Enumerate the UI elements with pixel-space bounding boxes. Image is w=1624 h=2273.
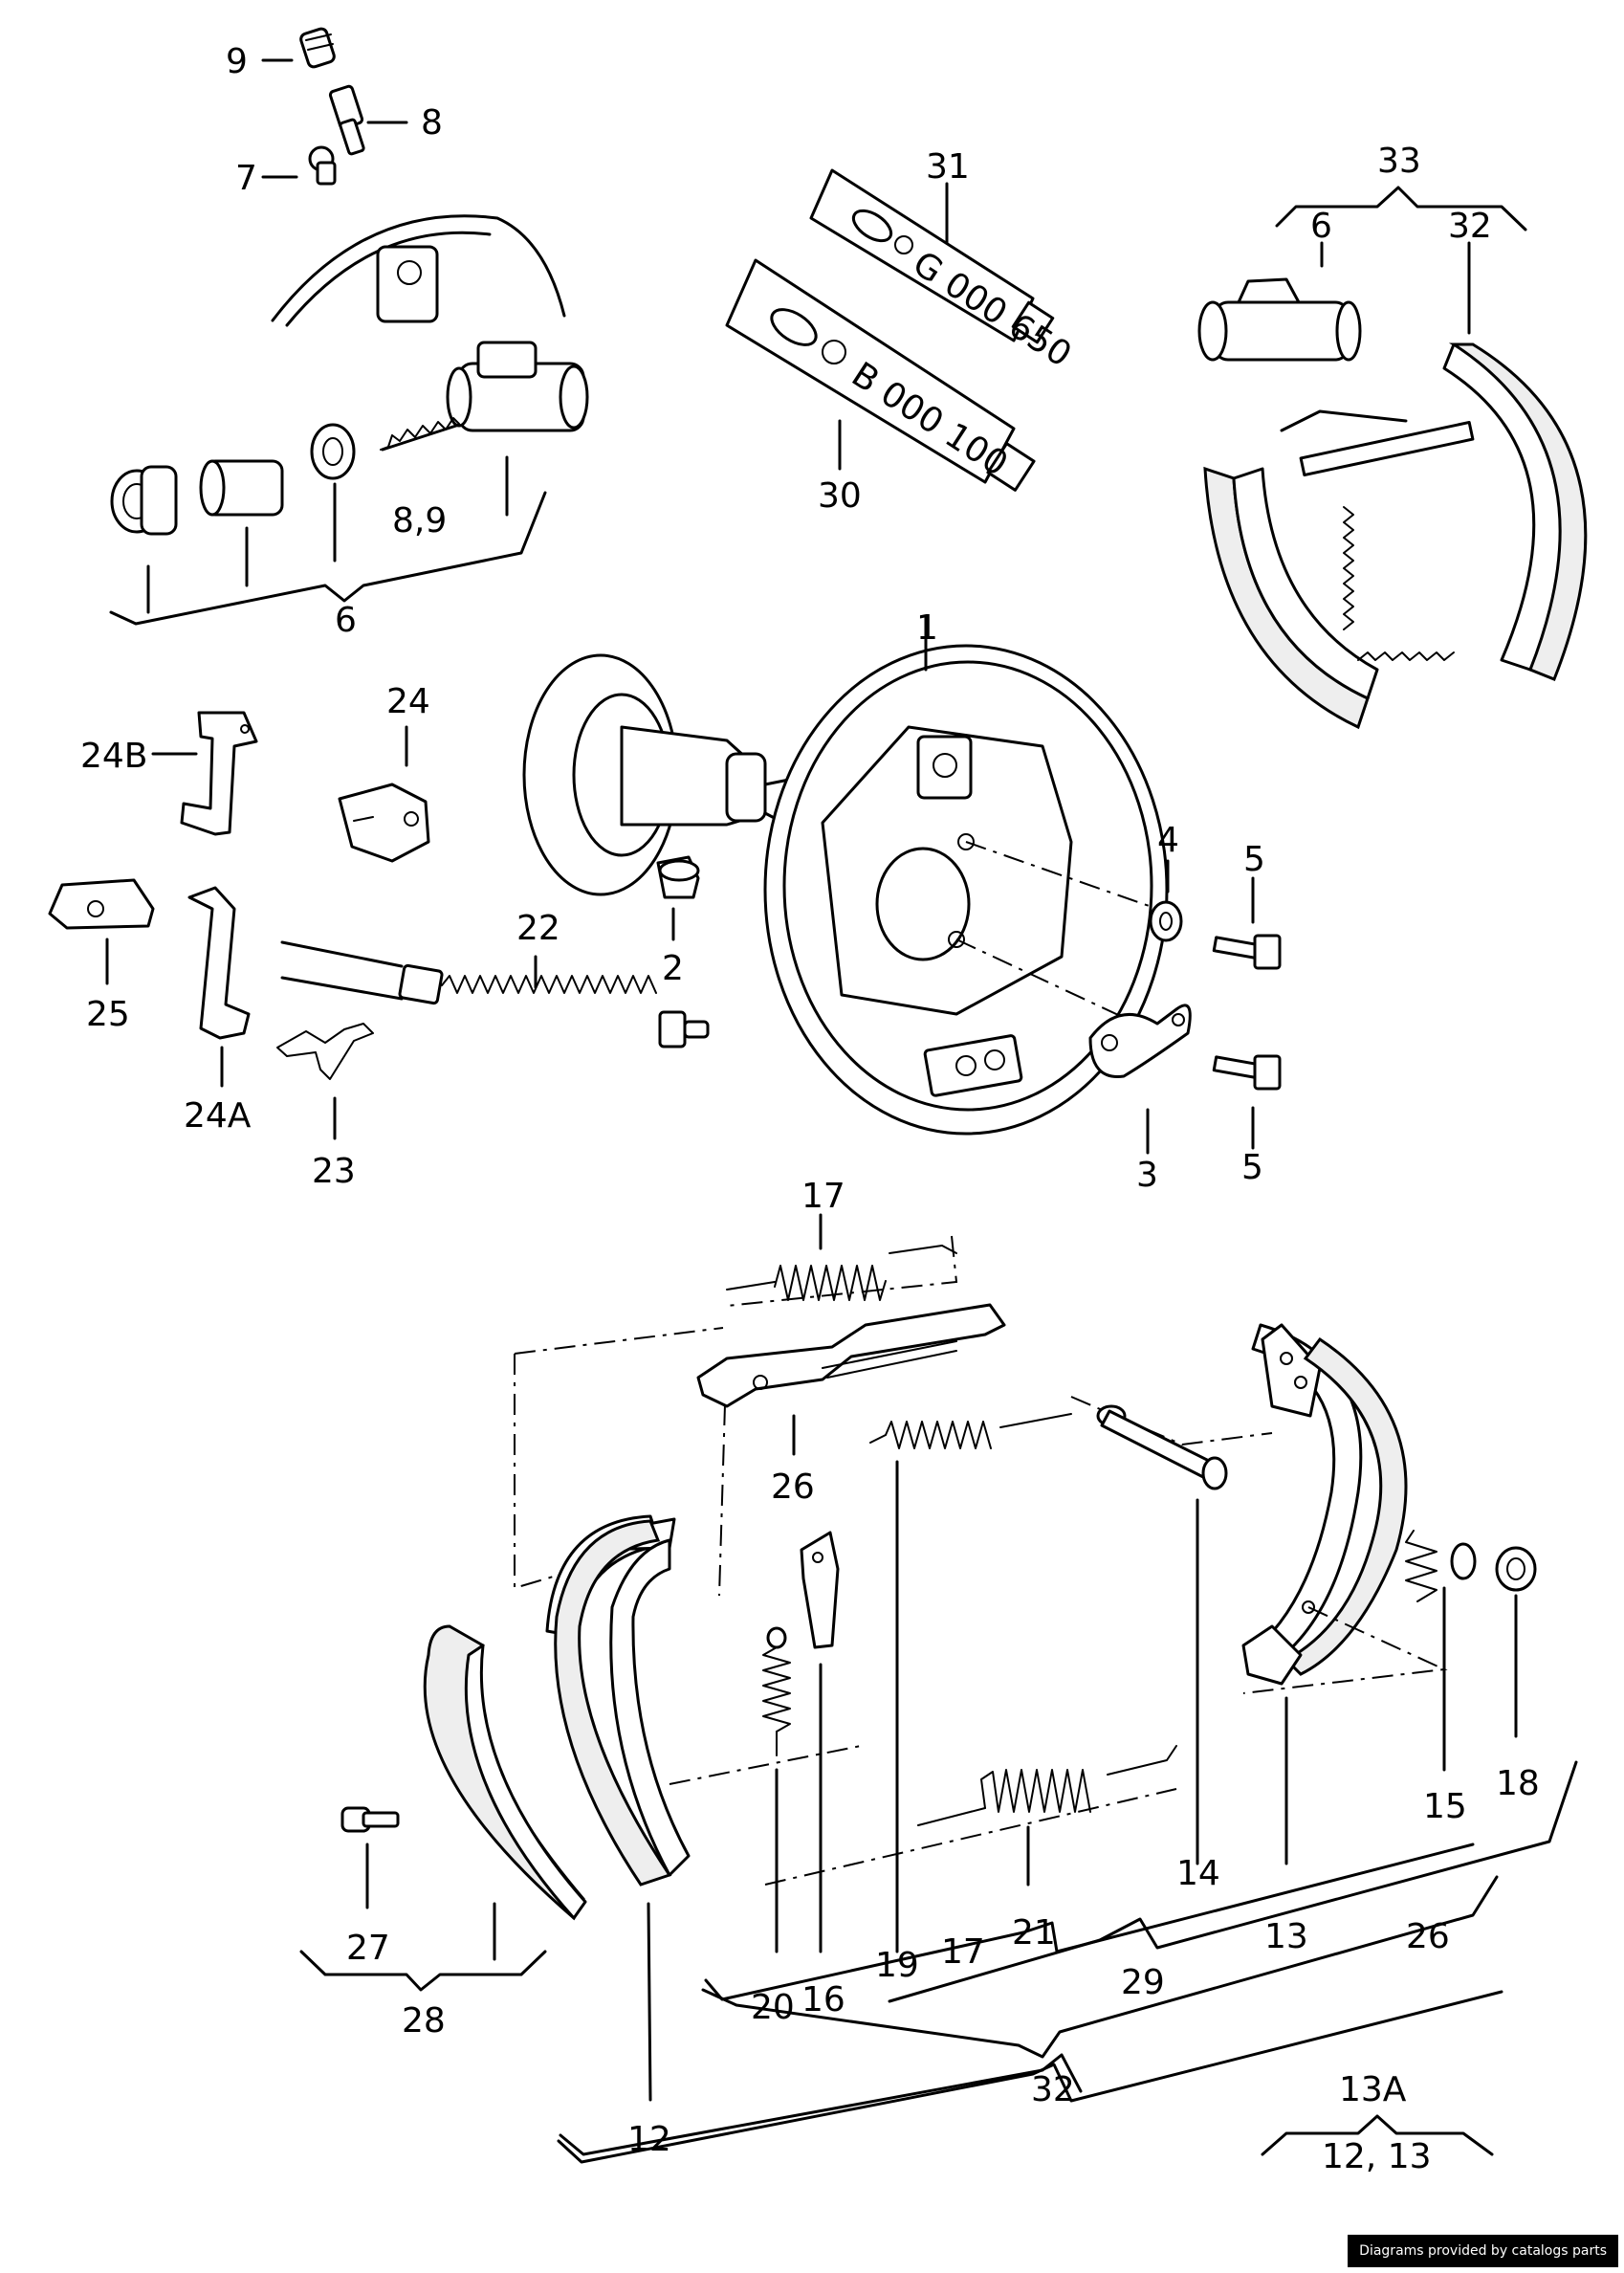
- callout-3: 3: [1136, 1156, 1158, 1195]
- callout-31: 31: [926, 147, 970, 187]
- callout-9: 9: [226, 42, 248, 81]
- rivet-27: [340, 1806, 400, 1833]
- callout-23: 23: [312, 1152, 356, 1191]
- callout-4: 4: [1157, 821, 1179, 860]
- callout-7: 7: [235, 159, 257, 198]
- callout-19: 19: [875, 1946, 919, 1985]
- callout-5-lower: 5: [1241, 1148, 1263, 1187]
- bolt-lower: [1212, 1054, 1282, 1091]
- callout-32-kit: 32: [1448, 207, 1492, 246]
- callout-28: 28: [402, 2001, 446, 2041]
- callout-29: 29: [1121, 1963, 1165, 2002]
- lower-spring-21: [669, 1745, 1177, 1886]
- callout-30: 30: [818, 476, 862, 516]
- adjuster-spring-19: [869, 1396, 1273, 1449]
- brake-shoe-13: [1241, 1323, 1408, 1686]
- grommet-2: [656, 855, 700, 899]
- callout-26-strut: 26: [771, 1468, 815, 1507]
- callout-8-9: 8,9: [392, 501, 447, 541]
- spring-15: [1405, 1530, 1477, 1602]
- callout-2: 2: [662, 949, 684, 988]
- callout-15: 15: [1423, 1787, 1467, 1826]
- handbrake-cable: [280, 940, 710, 1048]
- callout-13a: 13A: [1339, 2070, 1407, 2109]
- callout-22: 22: [516, 909, 560, 948]
- callout-33: 33: [1377, 142, 1421, 181]
- callout-5-upper: 5: [1243, 840, 1265, 879]
- clip-24: [338, 783, 430, 863]
- callout-26-kit: 26: [1406, 1917, 1450, 1956]
- wheel-hub: [522, 653, 805, 896]
- wire-clip-23: [276, 1023, 374, 1080]
- callout-17-upper: 17: [801, 1177, 845, 1216]
- cup-18: [1495, 1546, 1537, 1592]
- bolt-upper: [1212, 934, 1282, 970]
- strut-bar-26: [696, 1303, 1006, 1408]
- lining-28: [423, 1624, 587, 1921]
- callout-12: 12: [627, 2120, 671, 2159]
- wheel-cylinder-kit: [1197, 277, 1362, 362]
- callout-14: 14: [1176, 1854, 1220, 1893]
- bracket-24b: [180, 711, 258, 836]
- callout-1: 1: [916, 608, 938, 648]
- brake-shoe-12: [545, 1514, 691, 1887]
- callout-6-cylinder: 6: [335, 601, 357, 640]
- clip-25: [48, 878, 155, 930]
- callout-24: 24: [386, 682, 430, 721]
- callout-16: 16: [801, 1980, 845, 2019]
- callout-20: 20: [751, 1988, 795, 2027]
- callout-21: 21: [1012, 1913, 1056, 1953]
- callout-13: 13: [1264, 1917, 1308, 1956]
- backing-plate: [763, 644, 1169, 1136]
- link-plate: [1088, 1004, 1192, 1078]
- callout-12-13: 12, 13: [1322, 2137, 1432, 2176]
- callout-24b: 24B: [80, 737, 148, 776]
- credit-badge: Diagrams provided by catalogs parts: [1348, 2235, 1618, 2267]
- tube-label-upper: G 000 650: [906, 244, 1078, 375]
- upper-spring-17: [726, 1235, 958, 1307]
- callout-32-shoes: 32: [1031, 2070, 1075, 2109]
- lever-16: [800, 1531, 840, 1649]
- spacer-washer: [1149, 900, 1183, 942]
- bracket-24a: [187, 886, 251, 1040]
- shoe-kit-assembly: [1203, 342, 1588, 730]
- wheel-cylinder-assembly: [110, 214, 589, 536]
- callout-8: 8: [421, 103, 443, 143]
- callout-24a: 24A: [184, 1096, 252, 1136]
- bleeder-valve-group: [299, 27, 365, 186]
- callout-17-lower: 17: [941, 1932, 985, 1972]
- callout-27: 27: [346, 1929, 390, 1968]
- callout-25: 25: [86, 995, 130, 1034]
- retaining-spring-20: [762, 1626, 791, 1756]
- pin-14: [1096, 1404, 1228, 1490]
- callout-6-kit: 6: [1310, 207, 1332, 246]
- callout-18: 18: [1496, 1764, 1540, 1803]
